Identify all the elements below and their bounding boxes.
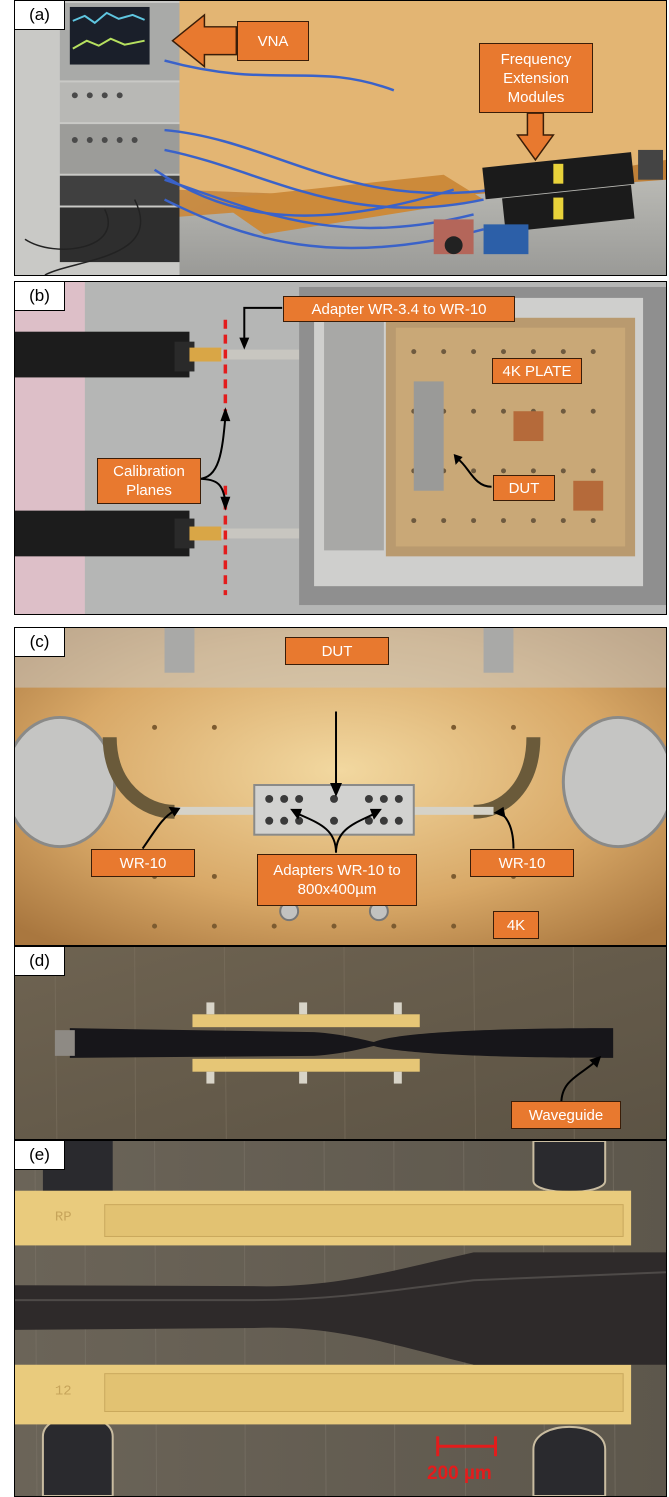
panel-label-c: (c): [15, 628, 65, 657]
vna-callout: VNA: [237, 21, 309, 61]
panel-label-b: (b): [15, 282, 65, 311]
panel-b-cryostat-top: (b) Adapter WR-3.4 to WR-10 4K PLATE Cal…: [14, 281, 667, 615]
adapters-callout: Adapters WR-10 to 800x400µm: [257, 854, 417, 906]
panel-a-lab-setup: (a) VNA Frequency Extension Modules: [14, 0, 667, 276]
cryostat-photo: [15, 282, 666, 614]
waveguide-micrograph: [15, 947, 666, 1139]
scale-bar-label: 200 µm: [427, 1463, 492, 1484]
panel-label-d: (d): [15, 947, 65, 976]
dut-callout-b: DUT: [493, 475, 555, 501]
wr10-right-callout: WR-10: [470, 849, 574, 877]
adapter-callout: Adapter WR-3.4 to WR-10: [283, 296, 515, 322]
4k-plate-callout: 4K PLATE: [492, 358, 582, 384]
waveguide-callout: Waveguide: [511, 1101, 621, 1129]
taper-micrograph: RP 12: [15, 1141, 666, 1496]
panel-label-a: (a): [15, 1, 65, 30]
calibration-planes-callout: Calibration Planes: [97, 458, 201, 504]
panel-d-waveguide-micrograph: (d) Waveguide: [14, 946, 667, 1140]
svg-text:RP: RP: [55, 1210, 72, 1226]
svg-text:12: 12: [55, 1384, 72, 1400]
wr10-left-callout: WR-10: [91, 849, 195, 877]
dut-callout-c: DUT: [285, 637, 389, 665]
panel-label-e: (e): [15, 1141, 65, 1170]
fem-callout: Frequency Extension Modules: [479, 43, 593, 113]
4k-callout: 4K: [493, 911, 539, 939]
panel-e-taper-micrograph: RP 12 (e) 200 µm: [14, 1140, 667, 1497]
panel-c-4k-plate: (c) DUT WR-10 WR-10 Adapters WR-10 to 80…: [14, 627, 667, 946]
